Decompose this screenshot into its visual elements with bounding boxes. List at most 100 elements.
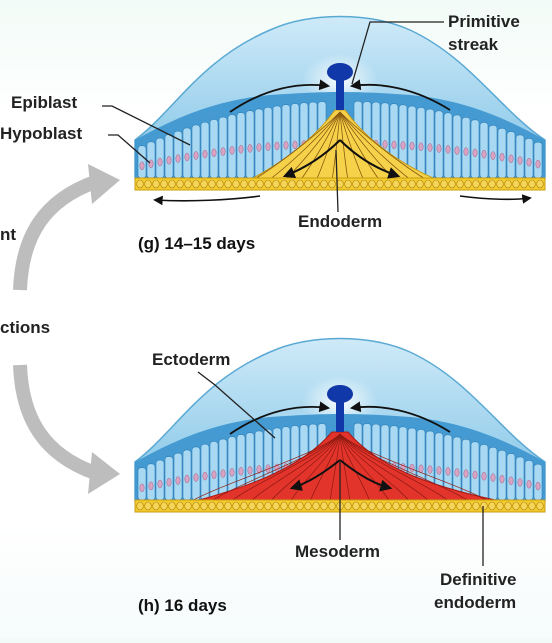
- hypoblast-cell: [512, 501, 520, 511]
- cell-nucleus: [409, 141, 415, 151]
- migrating-cell-strand: [339, 433, 351, 503]
- cell-nucleus: [436, 144, 442, 153]
- hypoblast-cell: [152, 501, 160, 511]
- cell-nucleus: [526, 158, 532, 167]
- hypoblast-cell: [152, 179, 160, 189]
- cell-nucleus: [445, 145, 451, 154]
- hypoblast-cell: [312, 179, 320, 189]
- cell-nucleus: [382, 140, 388, 149]
- hypoblast-cell: [296, 501, 304, 511]
- hypoblast-cell: [456, 179, 464, 189]
- cell-nucleus: [472, 470, 478, 480]
- hypoblast-cell: [192, 501, 200, 511]
- hypoblast-cell: [264, 501, 272, 511]
- gray-curved-arrows: [13, 164, 120, 494]
- hypoblast-cell: [296, 179, 304, 189]
- cell-nucleus: [166, 478, 172, 487]
- migrating-cell-strand: [339, 433, 491, 503]
- hypoblast-cell: [512, 179, 520, 189]
- hypoblast-cell: [168, 501, 176, 511]
- cell-nucleus: [454, 146, 460, 155]
- hypoblast-cell: [496, 501, 504, 511]
- cell-nucleus: [139, 483, 145, 493]
- definitive-endoderm-label-line1: Definitive: [440, 570, 517, 589]
- cell-nucleus: [472, 148, 478, 158]
- hypoblast-cell: [440, 179, 448, 189]
- hypoblast-cell: [320, 501, 328, 511]
- hypoblast-cell: [504, 501, 512, 511]
- hypoblast-cell: [208, 501, 216, 511]
- migrating-cell-strand: [339, 433, 471, 503]
- hypoblast-cell: [496, 179, 504, 189]
- cell-nucleus: [184, 474, 190, 484]
- hypoblast-cell: [456, 501, 464, 511]
- cell-nucleus: [265, 142, 271, 151]
- hypoblast-cell: [520, 179, 528, 189]
- cell-nucleus: [490, 473, 496, 482]
- cell-nucleus: [229, 468, 235, 477]
- hypoblast-cell: [200, 179, 208, 189]
- hypoblast-cell: [440, 501, 448, 511]
- cell-nucleus: [166, 156, 172, 165]
- hypoblast-cell: [304, 501, 312, 511]
- migrating-cell-strand: [229, 433, 341, 503]
- hypoblast-cell: [432, 501, 440, 511]
- hypoblast-cell: [280, 179, 288, 189]
- cell-nucleus: [211, 148, 217, 157]
- hypoblast-cell: [208, 179, 216, 189]
- hypoblast-cell: [136, 179, 144, 189]
- primitive-streak-label-line2: streak: [448, 35, 499, 54]
- hypoblast-cell: [528, 179, 536, 189]
- hypoblast-cell: [272, 501, 280, 511]
- hypoblast-cell: [352, 501, 360, 511]
- ectoderm-label: Ectoderm: [152, 350, 231, 369]
- migrating-cell-strand: [339, 111, 349, 183]
- cell-nucleus: [427, 465, 433, 474]
- caption-g: (g) 14–15 days: [138, 234, 256, 253]
- hypoblast-cell: [392, 501, 400, 511]
- hypoblast-cell: [304, 179, 312, 189]
- hypoblast-cell: [360, 179, 368, 189]
- hypoblast-cell: [424, 501, 432, 511]
- cell-nucleus: [256, 465, 262, 474]
- migrating-cell-strand: [339, 111, 431, 183]
- migrating-cell-strand: [339, 111, 365, 183]
- left-fragment-2: ctions: [0, 318, 51, 337]
- hypoblast-cell: [536, 501, 544, 511]
- primitive-streak-h: [336, 394, 344, 432]
- hypoblast-cell: [416, 501, 424, 511]
- hypoblast-cell: [168, 179, 176, 189]
- hypoblast-cell: [256, 179, 264, 189]
- migrating-cell-strand: [329, 433, 341, 503]
- hypoblast-cell: [144, 501, 152, 511]
- cell-nucleus: [139, 161, 145, 171]
- cell-nucleus: [436, 466, 442, 475]
- endoderm-wedge-g: [239, 109, 451, 186]
- cell-nucleus: [490, 151, 496, 160]
- cell-nucleus: [220, 469, 226, 478]
- cell-nucleus: [238, 467, 244, 476]
- hypoblast-cell: [504, 179, 512, 189]
- hypoblast-cell: [432, 179, 440, 189]
- cell-nucleus: [508, 476, 514, 485]
- hypoblast-cell: [464, 501, 472, 511]
- cell-nucleus: [193, 473, 199, 482]
- migrating-cell-strand: [189, 433, 341, 503]
- hypoblast-cell: [520, 501, 528, 511]
- cell-nucleus: [454, 468, 460, 477]
- hypoblast-cell: [224, 179, 232, 189]
- cell-nucleus: [247, 144, 253, 153]
- hypoblast-cell: [472, 179, 480, 189]
- cell-nucleus: [202, 471, 208, 481]
- hypoblast-cell: [400, 501, 408, 511]
- hypoblast-cell: [184, 501, 192, 511]
- cell-nucleus: [238, 145, 244, 154]
- hypoblast-cell: [320, 179, 328, 189]
- hypoblast-cell: [176, 501, 184, 511]
- cell-nucleus: [391, 140, 397, 150]
- cell-nucleus: [175, 154, 181, 163]
- hypoblast-cell: [528, 501, 536, 511]
- cell-nucleus: [499, 474, 505, 484]
